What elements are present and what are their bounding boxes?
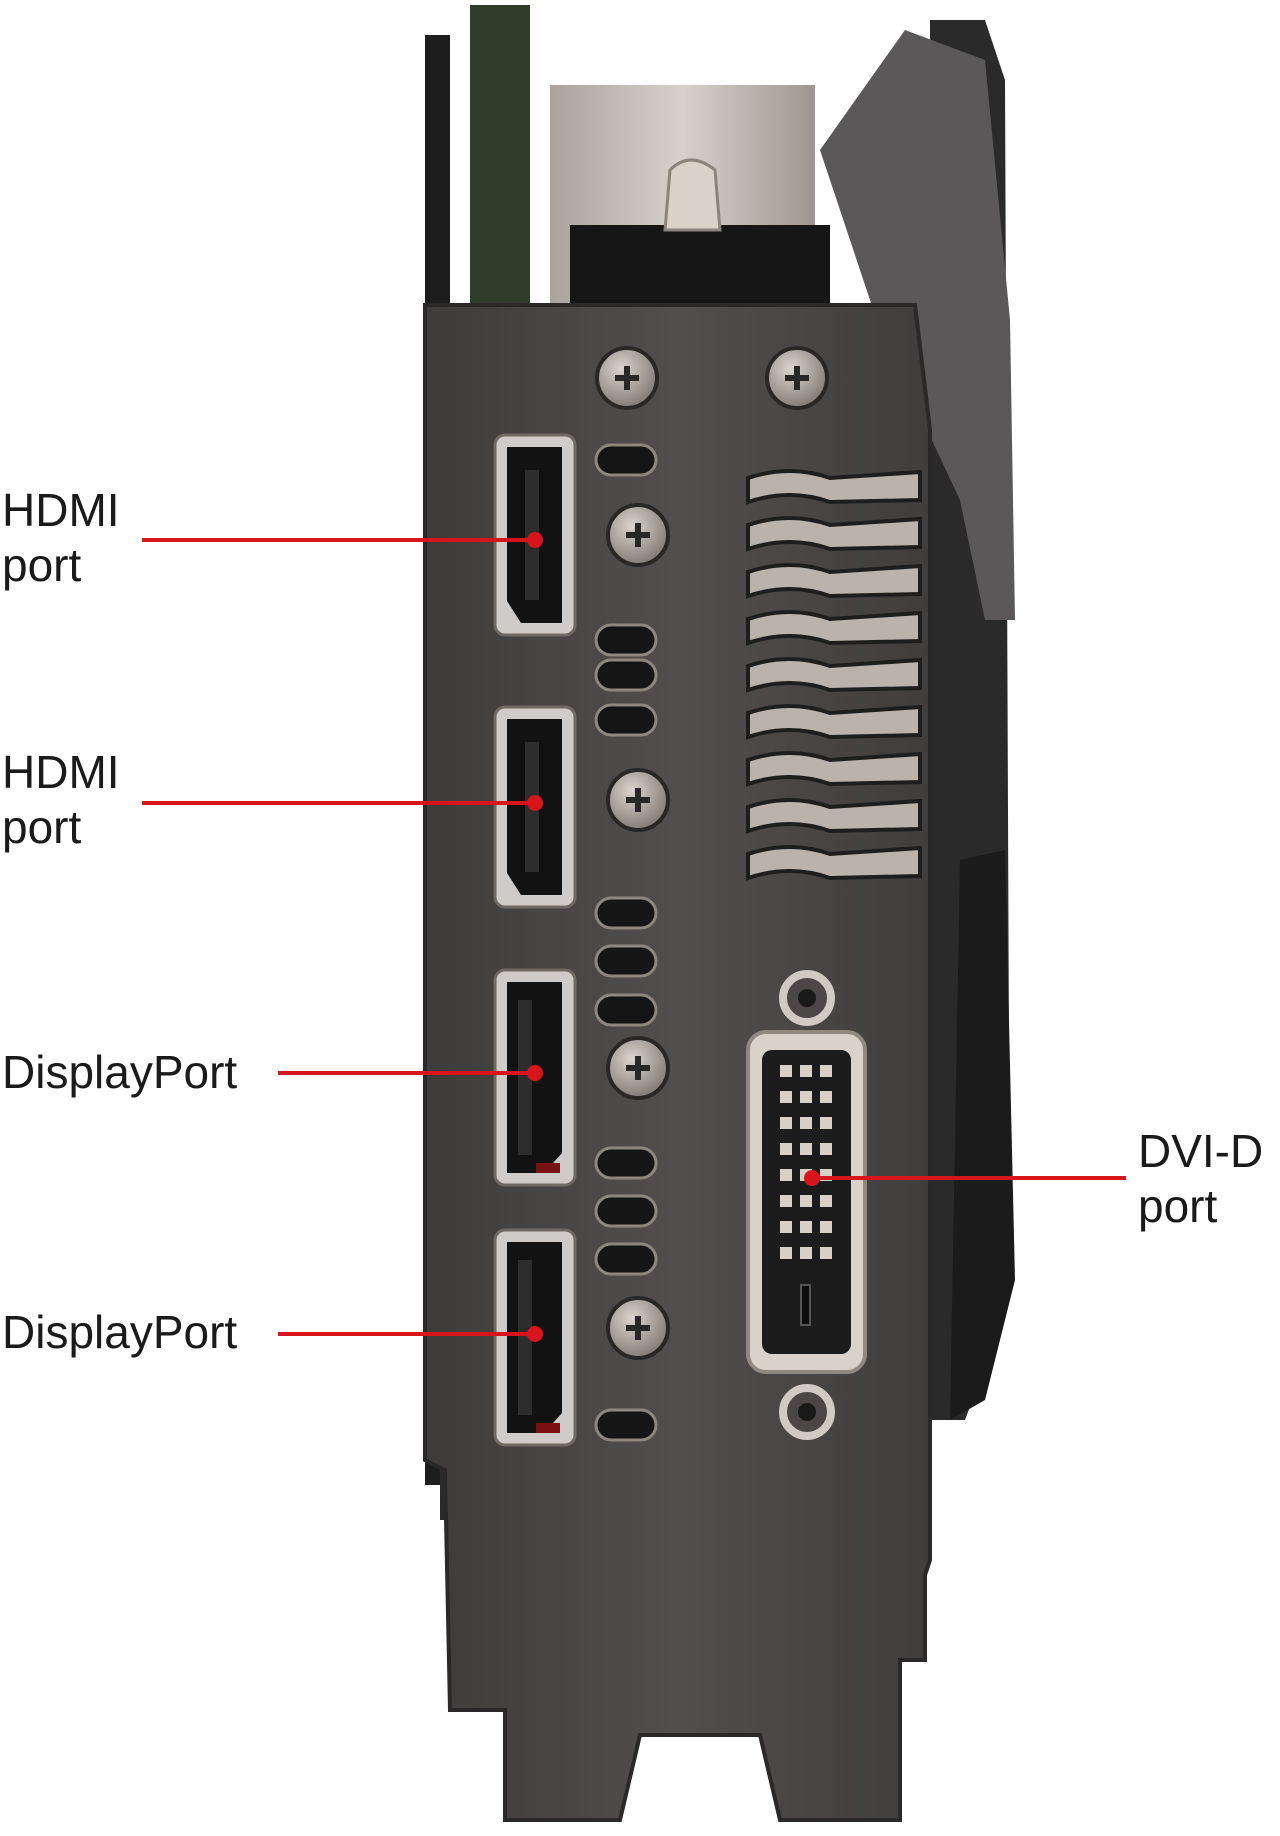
side-slot (594, 944, 658, 978)
callout-label-hdmi-1: HDMI port (2, 483, 120, 593)
side-slot (594, 1146, 658, 1180)
dvi-d-connector (746, 970, 867, 1440)
screw-slot (626, 1316, 650, 1340)
port-tongue (518, 1000, 532, 1155)
dvi-pin (800, 1065, 812, 1077)
dvi-pin (800, 1195, 812, 1207)
dvi-d-pins (780, 1065, 832, 1259)
side-slot (594, 1242, 658, 1276)
screw-slot (626, 523, 650, 547)
leader-lines (142, 532, 1126, 1342)
dvi-pin (820, 1143, 832, 1155)
dvi-pin (820, 1117, 832, 1129)
callout-label-line1: DisplayPort (2, 1306, 238, 1358)
side-slot (594, 658, 658, 692)
side-slot (594, 443, 658, 477)
vent-slot (746, 704, 922, 740)
leader-displayport-1-dot (527, 1065, 543, 1081)
dvi-pin (780, 1169, 792, 1181)
vent-slot (746, 657, 922, 693)
dvi-pin (800, 1247, 812, 1259)
dvi-pin (820, 1091, 832, 1103)
screw-slot (626, 1056, 650, 1080)
callout-label-dvi-d: DVI-D port (1138, 1124, 1263, 1234)
side-slot (594, 1408, 658, 1442)
side-slots (594, 443, 658, 1442)
side-slot (594, 993, 658, 1027)
callout-label-line1: HDMI (2, 484, 120, 536)
side-slot (594, 623, 658, 657)
leader-hdmi-2-dot (527, 795, 543, 811)
dvi-pin (820, 1195, 832, 1207)
dvi-pin (800, 1221, 812, 1233)
dvi-pin (820, 1065, 832, 1077)
callout-label-displayport-2: DisplayPort (2, 1305, 237, 1360)
vent-slot (746, 469, 922, 505)
dvi-pin (820, 1221, 832, 1233)
vent-slot (746, 563, 922, 599)
callout-label-displayport-1: DisplayPort (2, 1045, 237, 1100)
callout-label-line2: port (2, 539, 82, 591)
dvi-pin (800, 1143, 812, 1155)
side-slot (594, 703, 658, 737)
dvi-pin (800, 1091, 812, 1103)
heatsink (550, 85, 830, 325)
vent-slot (746, 751, 922, 787)
callout-label-hdmi-2: HDMI port (2, 745, 120, 855)
side-slot (594, 1194, 658, 1228)
screws (595, 346, 829, 1360)
leader-dvi-d-dot (804, 1170, 820, 1186)
dvi-pin (820, 1247, 832, 1259)
dvi-pin (780, 1117, 792, 1129)
callout-label-line2: port (2, 801, 82, 853)
dvi-pin (780, 1065, 792, 1077)
dvi-pin (780, 1221, 792, 1233)
callout-label-line1: DisplayPort (2, 1046, 238, 1098)
dvi-pin (780, 1091, 792, 1103)
callout-label-line2: port (1138, 1180, 1218, 1232)
port-tongue (518, 1260, 532, 1415)
leader-displayport-2-dot (527, 1326, 543, 1342)
dvi-pin (780, 1143, 792, 1155)
port-latch (536, 1423, 560, 1433)
callout-label-line1: DVI-D (1138, 1125, 1264, 1177)
vent-slot (746, 798, 922, 834)
vent-slots (746, 469, 922, 881)
screw-slot (785, 366, 809, 390)
vent-slot (746, 845, 922, 881)
dvi-pin (780, 1195, 792, 1207)
screw-slot (626, 788, 650, 812)
port-latch (536, 1163, 560, 1173)
side-slot (594, 896, 658, 930)
dvi-pin (800, 1117, 812, 1129)
dvi-pin (780, 1247, 792, 1259)
vent-slot (746, 516, 922, 552)
screw-slot (615, 366, 639, 390)
leader-hdmi-1-dot (527, 532, 543, 548)
callout-label-line1: HDMI (2, 746, 120, 798)
vent-slot (746, 610, 922, 646)
